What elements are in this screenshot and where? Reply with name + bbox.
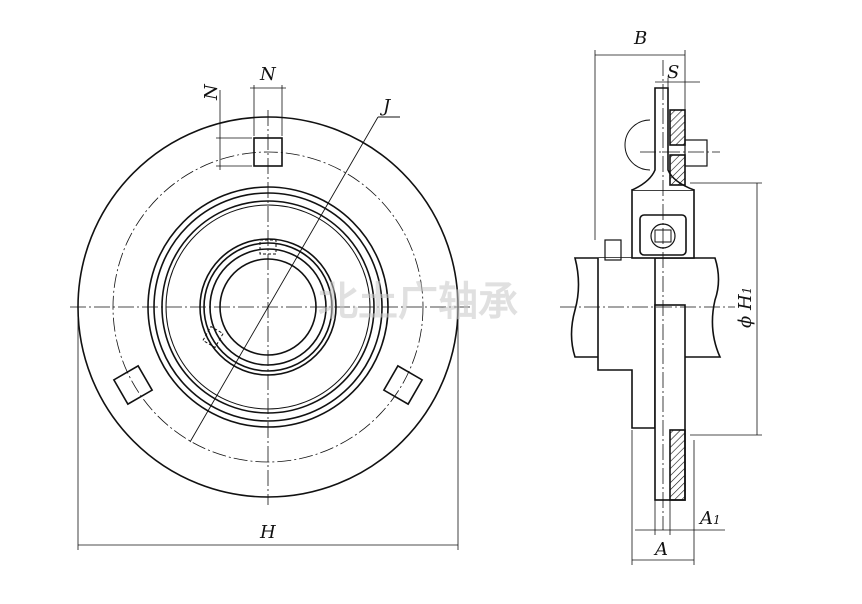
inner-ring-extension	[597, 258, 656, 429]
label-h: H	[259, 522, 276, 543]
watermark: 北土广轴承	[318, 279, 518, 325]
dimension-lines	[77, 85, 459, 550]
side-center-lines	[560, 60, 735, 530]
label-j: J	[379, 96, 392, 117]
bolt-hole-left	[112, 364, 154, 406]
flange-hatch	[669, 109, 686, 146]
label-b: B	[633, 28, 647, 49]
bolt-hole-right	[382, 364, 424, 406]
j-line	[189, 116, 379, 443]
label-n-top: N	[259, 64, 277, 85]
side-dimension-lines	[594, 50, 762, 565]
svg-text:ϕ H1: ϕ H1	[735, 287, 756, 328]
label-a: A	[653, 539, 668, 560]
label-a1: A1	[698, 508, 721, 529]
bolt-head-arc	[624, 119, 651, 171]
label-n-side: N	[201, 83, 222, 101]
bolt-icon	[684, 139, 708, 167]
set-screw	[604, 239, 622, 261]
side-view	[560, 50, 762, 565]
label-phi-h1: ϕ H1	[735, 287, 756, 328]
label-s: S	[667, 62, 679, 83]
front-view	[70, 85, 470, 550]
